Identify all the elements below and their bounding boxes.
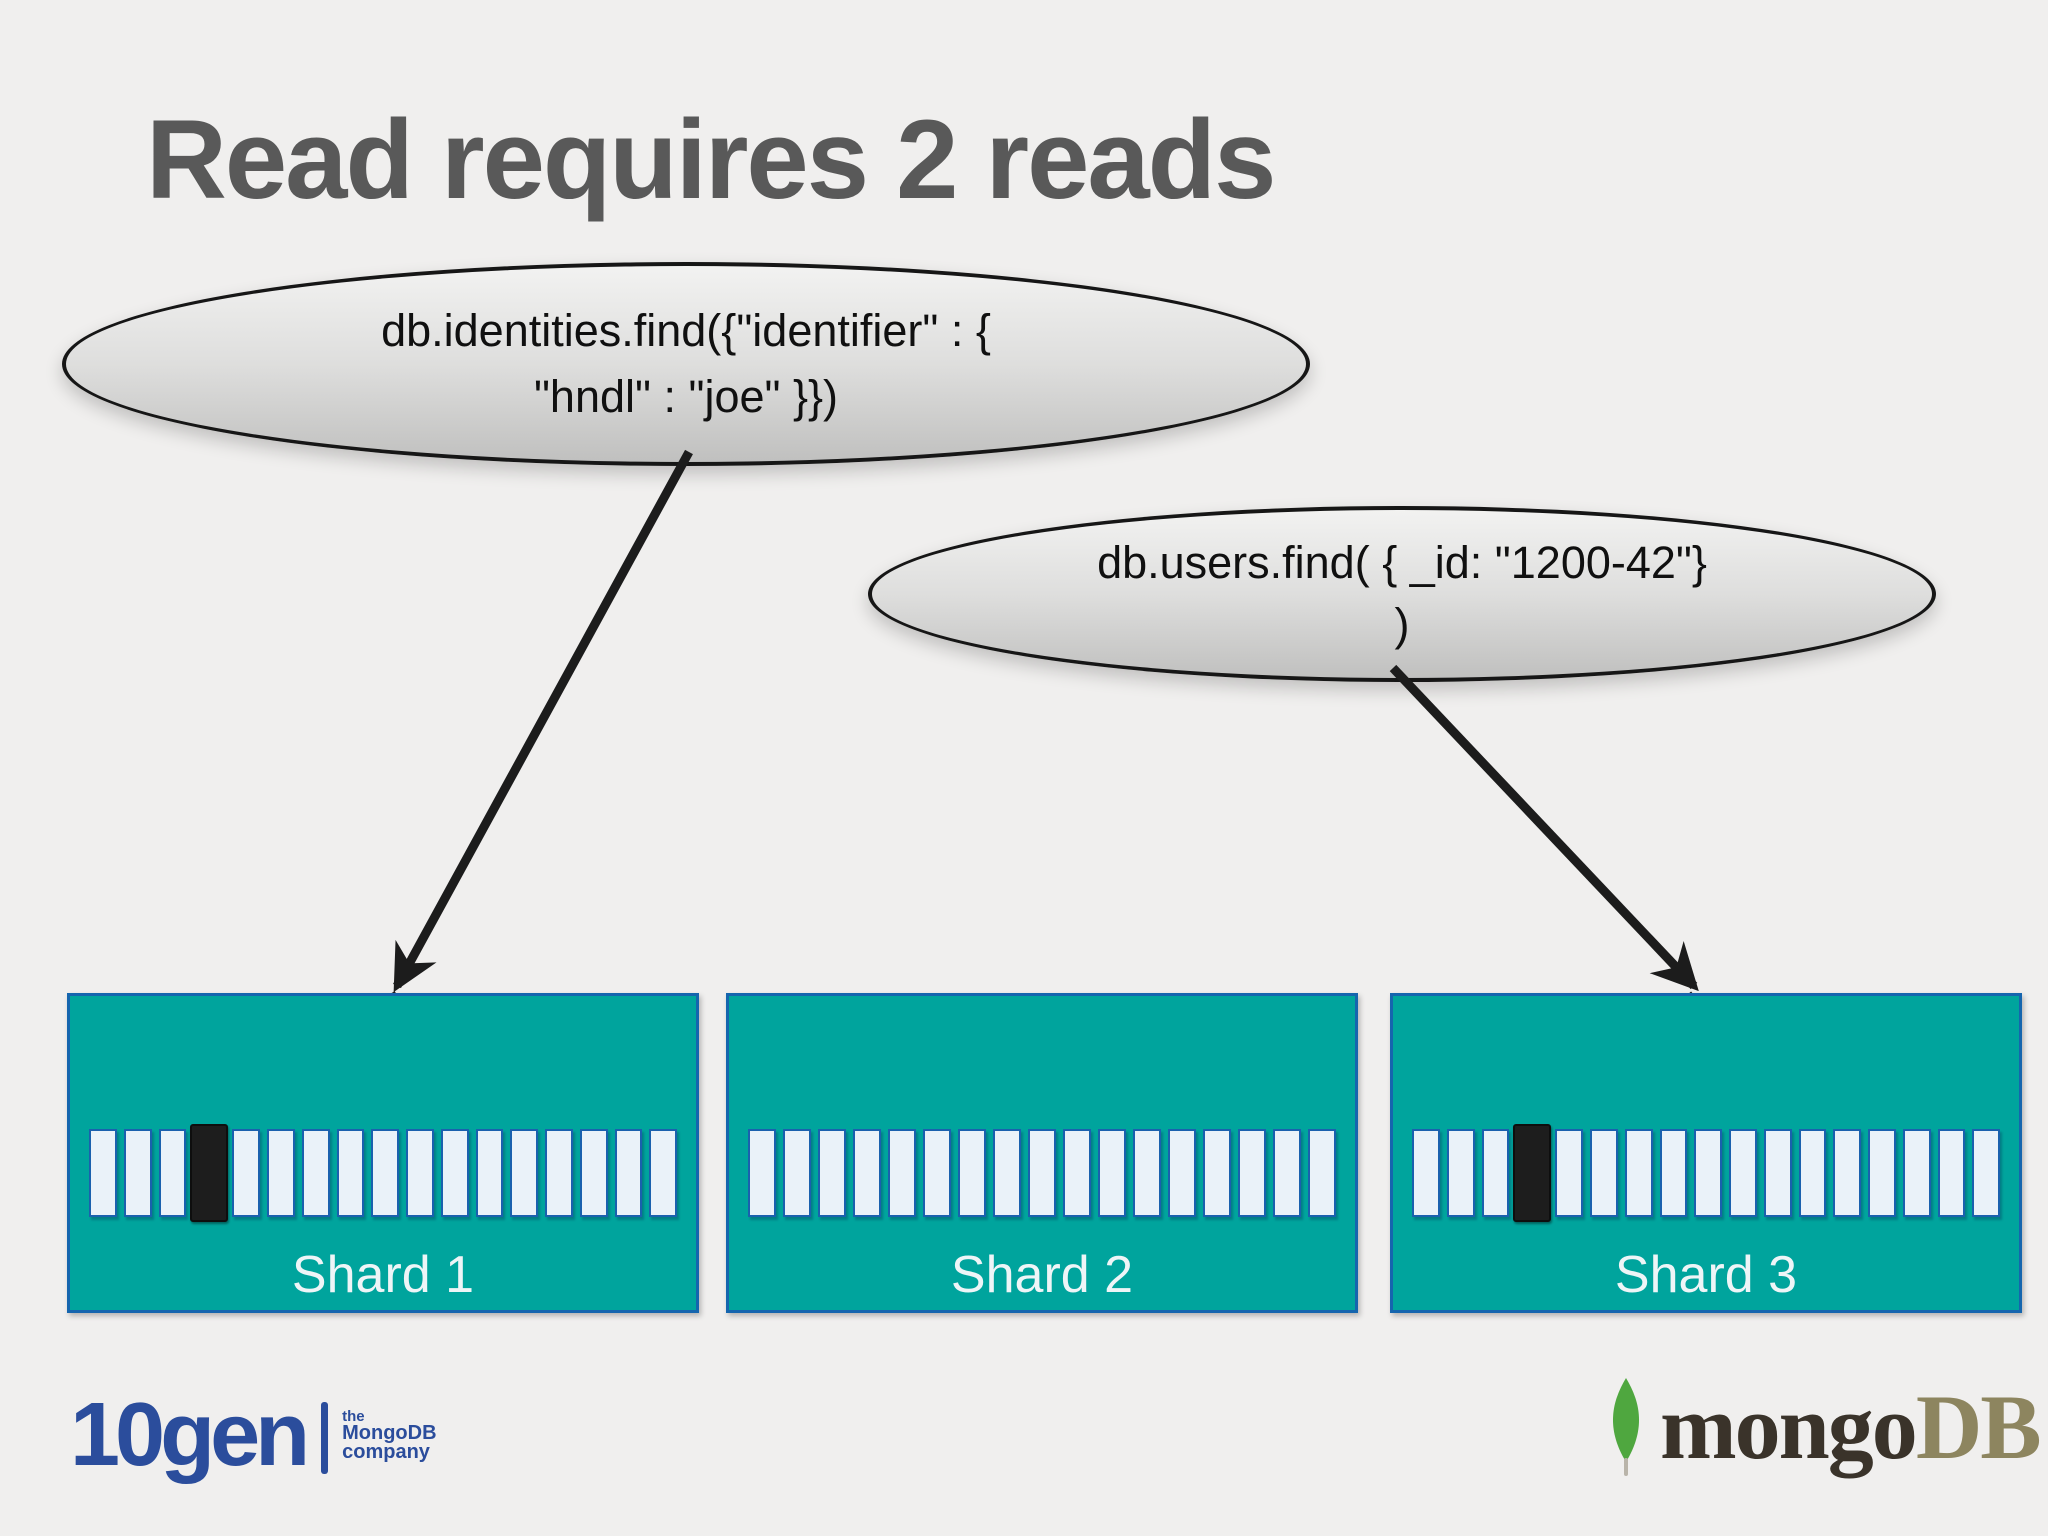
arrow-identities-to-shard1-top bbox=[393, 449, 693, 993]
chunk-bar bbox=[89, 1129, 117, 1217]
chunk-bar bbox=[267, 1129, 295, 1217]
slide-title: Read requires 2 reads bbox=[146, 97, 1276, 222]
tengen-tagline-company: company bbox=[342, 1441, 430, 1463]
chunk-bar bbox=[440, 1129, 469, 1217]
chunk-bar bbox=[1203, 1129, 1231, 1217]
mongodb-logo: mongoDB bbox=[1602, 1376, 2042, 1480]
arrow-users-to-shard3-top bbox=[1389, 664, 1699, 992]
chunk-bar bbox=[1168, 1129, 1196, 1217]
mongodb-wordmark: mongoDB bbox=[1660, 1376, 2042, 1478]
query-identities-line2: "hndl" : "joe" }}) bbox=[533, 371, 839, 422]
query-bubble-identities: db.identities.find({"identifier" : { "hn… bbox=[62, 262, 1310, 466]
chunk-bar bbox=[301, 1129, 330, 1217]
tengen-wordmark: 10gen bbox=[70, 1385, 310, 1485]
chunk-bar bbox=[1937, 1129, 1966, 1217]
tengen-logo: 10gen the MongoDB company bbox=[70, 1385, 437, 1485]
shard-1-box: Shard 1 bbox=[67, 993, 699, 1313]
chunk-bar bbox=[1763, 1129, 1792, 1217]
chunk-bar bbox=[748, 1129, 776, 1217]
chunk-bar bbox=[1481, 1129, 1510, 1217]
shard-2-label: Shard 2 bbox=[950, 1246, 1134, 1304]
chunk-bar bbox=[1273, 1129, 1301, 1217]
chunk-bar bbox=[1833, 1129, 1861, 1217]
chunk-bar bbox=[614, 1129, 643, 1217]
chunk-bar bbox=[993, 1129, 1021, 1217]
chunk-bar bbox=[1446, 1129, 1475, 1217]
shard-3-box: Shard 3 bbox=[1390, 993, 2022, 1313]
chunk-bar-row bbox=[89, 1124, 677, 1222]
mongodb-leaf-icon bbox=[1612, 1378, 1640, 1476]
chunk-bar bbox=[232, 1129, 260, 1217]
chunk-bar bbox=[1590, 1129, 1618, 1217]
query-users-line1: db.users.find( { _id: "1200-42"} bbox=[1097, 537, 1707, 588]
chunk-bar bbox=[853, 1129, 881, 1217]
chunk-bar bbox=[1238, 1129, 1266, 1217]
chunk-bar bbox=[336, 1129, 365, 1217]
chunk-bar bbox=[888, 1129, 916, 1217]
chunk-bar bbox=[1972, 1129, 2000, 1217]
chunk-bar bbox=[1308, 1129, 1336, 1217]
query-users-line2: ) bbox=[1394, 599, 1410, 650]
chunk-bar bbox=[510, 1129, 538, 1217]
tengen-tagline: the MongoDB company bbox=[342, 1408, 437, 1463]
chunk-bar bbox=[1028, 1129, 1056, 1217]
mongodb-wordmark-mongo: mongo bbox=[1660, 1376, 1918, 1478]
shard-1-label: Shard 1 bbox=[291, 1246, 475, 1304]
chunk-bar bbox=[1659, 1129, 1688, 1217]
chunk-bar bbox=[123, 1129, 152, 1217]
chunk-bar bbox=[545, 1129, 573, 1217]
chunk-bar bbox=[1868, 1129, 1896, 1217]
chunk-bar bbox=[475, 1129, 504, 1217]
query-bubble-users: db.users.find( { _id: "1200-42"} ) bbox=[868, 506, 1936, 682]
chunk-bar bbox=[1694, 1129, 1722, 1217]
mongodb-wordmark-db: DB bbox=[1915, 1376, 2042, 1478]
tengen-tagline-mongodb: MongoDB bbox=[342, 1422, 437, 1444]
chunk-bar bbox=[1555, 1129, 1583, 1217]
tengen-tagline-the: the bbox=[342, 1408, 365, 1425]
chunk-bar-row bbox=[748, 1129, 1336, 1217]
shard-2-box: Shard 2 bbox=[726, 993, 1358, 1313]
chunk-bar bbox=[923, 1129, 951, 1217]
chunk-bar bbox=[958, 1129, 986, 1217]
chunk-bar bbox=[649, 1129, 677, 1217]
chunk-bar bbox=[1098, 1129, 1126, 1217]
chunk-bar bbox=[1624, 1129, 1653, 1217]
chunk-bar bbox=[1412, 1129, 1440, 1217]
chunk-bar bbox=[1133, 1129, 1161, 1217]
chunk-bar bbox=[158, 1129, 187, 1217]
chunk-bar bbox=[1902, 1129, 1931, 1217]
shard-3-label: Shard 3 bbox=[1614, 1246, 1798, 1304]
query-identities-line1: db.identities.find({"identifier" : { bbox=[381, 305, 991, 356]
highlighted-chunk-bar bbox=[190, 1124, 229, 1222]
chunk-bar-row bbox=[1412, 1124, 2000, 1222]
chunk-bar bbox=[579, 1129, 608, 1217]
chunk-bar bbox=[818, 1129, 846, 1217]
chunk-bar bbox=[371, 1129, 399, 1217]
chunk-bar bbox=[783, 1129, 811, 1217]
chunk-bar bbox=[406, 1129, 434, 1217]
chunk-bar bbox=[1063, 1129, 1091, 1217]
chunk-bar bbox=[1798, 1129, 1827, 1217]
tengen-logo-divider bbox=[321, 1402, 329, 1474]
chunk-bar bbox=[1729, 1129, 1757, 1217]
highlighted-chunk-bar bbox=[1513, 1124, 1552, 1222]
